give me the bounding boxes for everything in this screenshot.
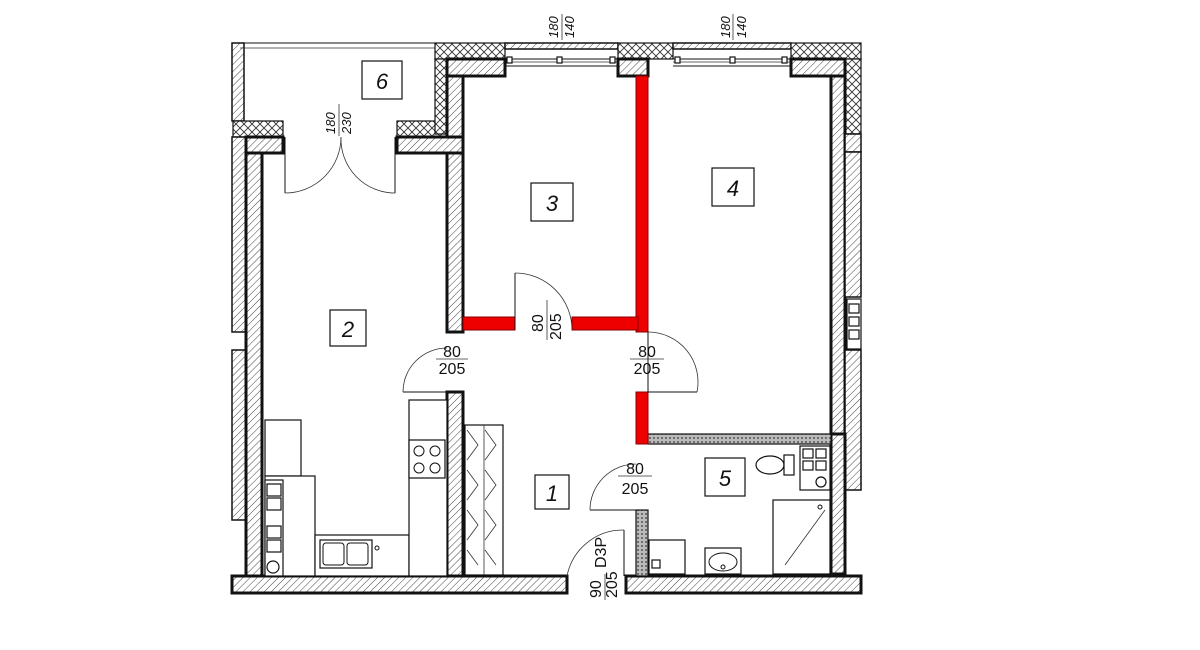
door-room-3 bbox=[514, 272, 573, 331]
boiler-icon bbox=[799, 445, 831, 491]
svg-text:4: 4 bbox=[727, 176, 739, 201]
svg-text:80: 80 bbox=[626, 461, 644, 478]
svg-text:80: 80 bbox=[443, 344, 461, 361]
svg-text:1: 1 bbox=[546, 481, 558, 506]
washing-machine-icon bbox=[648, 539, 686, 575]
shower-icon bbox=[772, 499, 831, 575]
door-bathroom-dim: 80 205 bbox=[618, 461, 652, 498]
svg-text:180: 180 bbox=[546, 16, 561, 38]
right-radiator bbox=[846, 298, 862, 350]
door-bathroom bbox=[589, 463, 637, 511]
svg-text:205: 205 bbox=[548, 313, 565, 340]
door-room-2 bbox=[402, 347, 448, 393]
toilet-icon bbox=[755, 454, 795, 476]
svg-text:D3P: D3P bbox=[593, 537, 610, 568]
entrance-door-dim: 90 205 D3P bbox=[588, 537, 621, 600]
svg-text:80: 80 bbox=[638, 344, 656, 361]
room-label-5: 5 bbox=[704, 457, 746, 497]
svg-text:180: 180 bbox=[718, 16, 733, 38]
fridge-icon bbox=[264, 479, 284, 577]
kitchen-sink-icon bbox=[319, 539, 380, 569]
svg-text:140: 140 bbox=[562, 16, 577, 38]
washbasin-icon bbox=[704, 547, 742, 575]
svg-text:140: 140 bbox=[734, 16, 749, 38]
svg-text:205: 205 bbox=[634, 361, 661, 378]
window-dim-right: 180 140 bbox=[718, 14, 749, 40]
svg-text:205: 205 bbox=[622, 481, 649, 498]
svg-text:80: 80 bbox=[530, 314, 547, 332]
svg-text:180: 180 bbox=[323, 112, 338, 134]
door-room-4-dim: 80 205 bbox=[630, 344, 664, 378]
top-facade bbox=[504, 42, 862, 135]
room-label-1: 1 bbox=[534, 474, 570, 510]
svg-text:230: 230 bbox=[339, 112, 354, 135]
svg-text:5: 5 bbox=[719, 466, 732, 491]
svg-text:6: 6 bbox=[376, 69, 389, 94]
balcony-door-dim: 180 230 bbox=[323, 104, 354, 136]
svg-text:90: 90 bbox=[588, 580, 605, 598]
door-room-2-dim: 80 205 bbox=[436, 344, 468, 378]
room-label-2: 2 bbox=[329, 309, 367, 347]
window-dim-left: 180 140 bbox=[546, 14, 577, 40]
stove-icon bbox=[408, 439, 446, 479]
entrance-door bbox=[566, 529, 627, 593]
room-label-6: 6 bbox=[361, 60, 403, 100]
new-walls bbox=[462, 75, 649, 445]
svg-text:2: 2 bbox=[341, 317, 354, 342]
svg-text:205: 205 bbox=[439, 361, 466, 378]
door-room-3-dim: 80 205 bbox=[530, 300, 565, 340]
balcony-door bbox=[284, 136, 396, 194]
door-room-4 bbox=[647, 331, 699, 393]
wardrobe-icon bbox=[464, 424, 504, 576]
svg-text:205: 205 bbox=[604, 571, 621, 598]
room-label-4: 4 bbox=[711, 167, 755, 207]
room-label-3: 3 bbox=[530, 182, 574, 222]
svg-text:3: 3 bbox=[546, 191, 559, 216]
